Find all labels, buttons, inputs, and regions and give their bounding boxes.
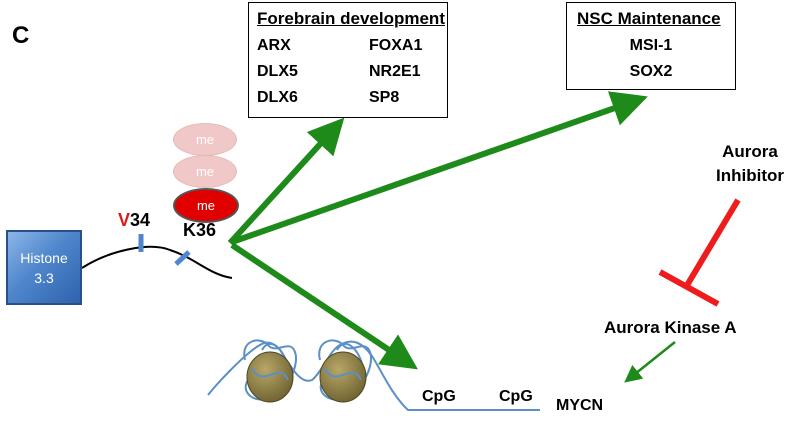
arrow-to-nsc: [231, 91, 648, 245]
v34-letter: V: [118, 210, 131, 230]
gene-sox2: SOX2: [629, 63, 673, 80]
cpg-label-2: CpG: [499, 388, 533, 405]
gene-foxa1: FOXA1: [369, 37, 423, 54]
gene-msi1: MSI-1: [629, 37, 673, 54]
gene-sp8: SP8: [369, 89, 400, 106]
v34-number: 34: [130, 210, 151, 230]
nucleosome-1: [246, 351, 294, 403]
mycn-label: MYCN: [556, 397, 604, 414]
histone-line1: Histone: [20, 249, 68, 266]
dna-overlay-2: [324, 367, 362, 381]
nucleosome-2: [319, 351, 367, 403]
dna-strand: [207, 340, 540, 411]
inhibition-bar: [658, 269, 720, 307]
inhibition-line: [683, 198, 741, 289]
k36-stem: [174, 250, 191, 266]
cpg-label-1: CpG: [422, 388, 456, 405]
methyl-mark-faded-top: me: [173, 123, 237, 156]
arrow-to-forebrain: [227, 117, 345, 246]
gene-nr2e1: NR2E1: [369, 63, 421, 80]
arrow-kinase-to-mycn: [624, 341, 676, 383]
inhibitor-line1: Aurora: [722, 142, 778, 161]
nsc-box-title: NSC Maintenance: [577, 9, 721, 28]
methyl-mark-faded-middle: me: [173, 155, 237, 188]
forebrain-development-box: Forebrain development ARX DLX5 DLX6 FOXA…: [248, 2, 448, 118]
histone-block: Histone 3.3: [6, 230, 82, 305]
inhibitor-line2: Inhibitor: [716, 166, 784, 185]
dna-overlay-1: [251, 367, 289, 381]
histone-tail: [81, 245, 233, 279]
methyl-mark-active: me: [173, 188, 239, 223]
panel-label: C: [12, 22, 30, 49]
gene-arx: ARX: [257, 37, 291, 54]
v34-label: V34: [118, 210, 150, 231]
histone-line2: 3.3: [34, 269, 54, 286]
aurora-inhibitor-label: Aurora Inhibitor: [700, 140, 800, 188]
nsc-maintenance-box: NSC Maintenance MSI-1 SOX2: [566, 2, 736, 90]
gene-dlx6: DLX6: [257, 89, 298, 106]
forebrain-box-title: Forebrain development: [257, 9, 445, 28]
k36-label: K36: [183, 220, 217, 240]
arrow-to-cpg: [230, 242, 418, 370]
gene-dlx5: DLX5: [257, 63, 298, 80]
aurora-kinase-label: Aurora Kinase A: [604, 318, 737, 337]
